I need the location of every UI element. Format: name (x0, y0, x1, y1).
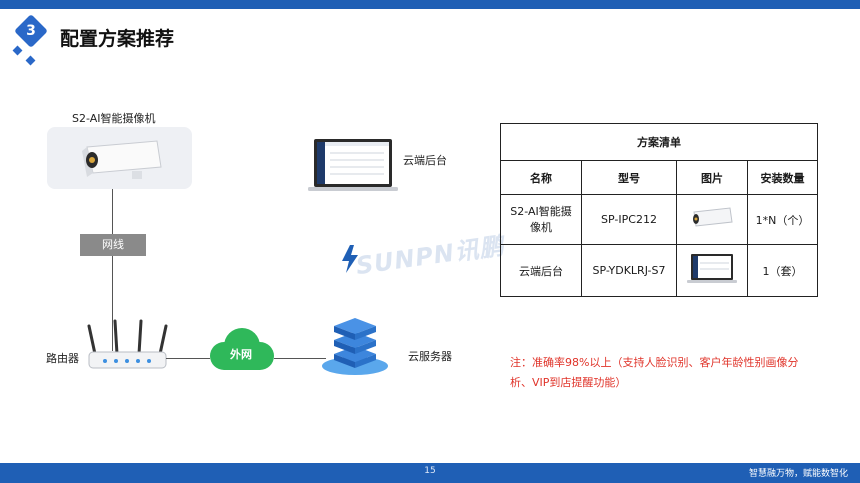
plan-table: 方案清单 名称 型号 图片 安装数量 S2-AI智能摄像机 SP-IPC212 … (500, 123, 818, 297)
page-number: 15 (424, 466, 436, 476)
router-label: 路由器 (46, 352, 79, 365)
table-header: 名称 (500, 160, 582, 195)
row-name: 云端后台 (500, 244, 582, 297)
watermark-logo-icon (342, 245, 358, 273)
router-icon (87, 319, 168, 369)
row-image (676, 244, 748, 297)
badge-diamond-small (25, 55, 36, 66)
backend-label: 云端后台 (403, 154, 447, 167)
router-to-cloud-line (166, 358, 210, 359)
page-title: 配置方案推荐 (60, 28, 175, 50)
row-name: S2-AI智能摄像机 (500, 194, 582, 245)
section-number: 3 (26, 23, 36, 39)
table-row: 云端后台 SP-YDKLRJ-S7 1（套） (500, 244, 818, 297)
laptop-icon (308, 139, 398, 191)
accuracy-note: 注：准确率98%以上（支持人脸识别、客户年龄性别画像分析、VIP到店提醒功能） (510, 356, 799, 389)
table-header: 安装数量 (747, 160, 818, 195)
row-model: SP-IPC212 (581, 194, 677, 245)
table-header: 图片 (676, 160, 748, 195)
internet-label: 外网 (230, 348, 252, 361)
cloud-icon (210, 328, 274, 370)
table-row: S2-AI智能摄像机 SP-IPC212 1*N（个） (500, 194, 818, 245)
camera-image-box (47, 127, 192, 189)
badge-diamond-small (12, 45, 23, 56)
cloud-to-server-line (274, 358, 326, 359)
bottom-bar (0, 463, 860, 483)
plan-table-title: 方案清单 (500, 123, 818, 161)
camera-label: S2-AI智能摄像机 (72, 112, 156, 125)
laptop-thumbnail-icon (687, 254, 737, 283)
watermark: SUNPN讯鹏 (354, 231, 507, 281)
row-image (676, 194, 748, 245)
server-label: 云服务器 (408, 350, 452, 363)
camera-cable-line (112, 189, 113, 351)
row-qty: 1*N（个） (747, 194, 818, 245)
row-model: SP-YDKLRJ-S7 (581, 244, 677, 297)
table-header: 型号 (581, 160, 677, 195)
server-icon (322, 318, 388, 375)
footer-slogan: 智慧融万物，赋能数智化 (748, 469, 848, 479)
camera-icon (82, 140, 162, 179)
top-bar (0, 0, 860, 9)
camera-thumbnail-icon (693, 207, 733, 227)
row-qty: 1（套） (747, 244, 818, 297)
cable-label: 网线 (80, 234, 146, 256)
